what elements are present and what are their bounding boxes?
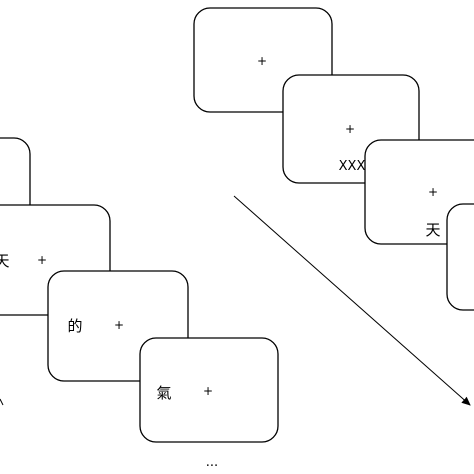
right-frame-3-word: 天 — [425, 221, 440, 239]
left-edge-tick — [0, 398, 4, 406]
left-frame-4-word: 氣 — [156, 384, 171, 402]
right-frame-2-fixation-cross: + — [345, 122, 355, 136]
left-frame-2-fixation-cross: + — [37, 253, 47, 267]
right-frame-3-fixation-cross: + — [428, 185, 438, 199]
right-frame-2-mask: XXX — [339, 159, 366, 174]
left-sequence: 天 + 的 + 氣 + ... — [0, 137, 279, 470]
time-arrow — [233, 195, 471, 406]
right-sequence: + + XXX + 天 — [193, 7, 474, 311]
left-continuation-ellipsis: ... — [206, 455, 218, 470]
left-frame-3-word: 的 — [67, 317, 82, 335]
left-frame-4: 氣 + — [139, 337, 279, 443]
left-frame-3-fixation-cross: + — [114, 318, 124, 332]
right-frame-1-fixation-cross: + — [257, 54, 267, 68]
left-frame-2-word: 天 — [0, 252, 10, 270]
right-frame-4 — [446, 203, 474, 311]
left-frame-4-fixation-cross: + — [203, 384, 213, 398]
